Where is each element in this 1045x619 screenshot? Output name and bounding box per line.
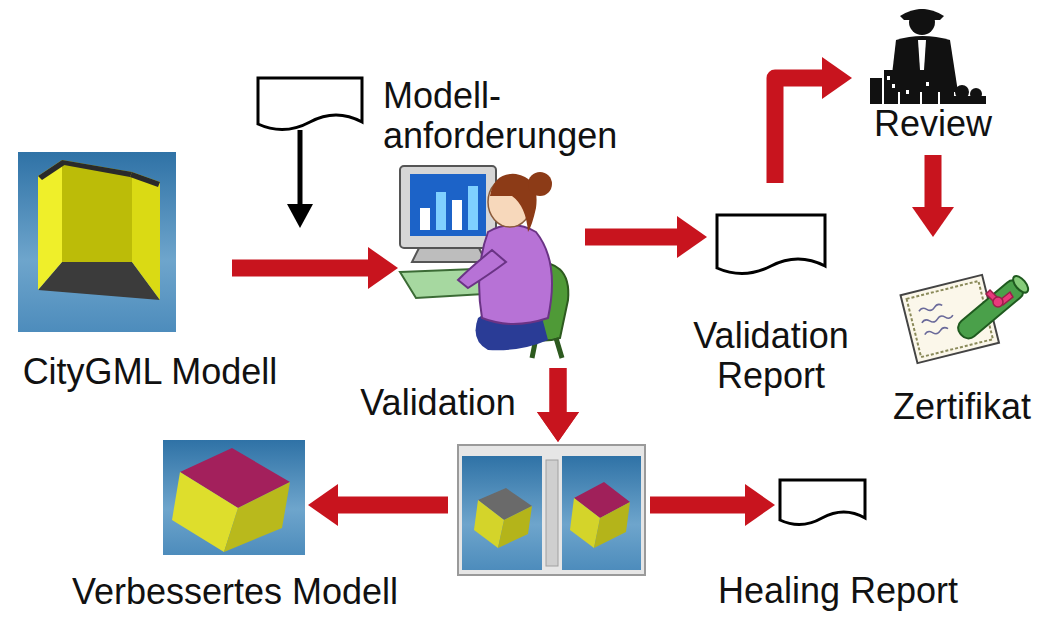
caption-text: CityGML Modell — [23, 352, 278, 392]
arrow-shaft — [232, 260, 373, 277]
citygml-model-image — [18, 152, 176, 332]
flow-arrow — [775, 57, 852, 183]
flow-arrow — [232, 247, 398, 289]
arrow-shaft — [334, 497, 449, 514]
arrow-shaft — [550, 368, 567, 417]
caption-node: Zertifikat — [893, 387, 1031, 427]
caption-text: Healing Report — [718, 571, 958, 611]
arrow-shaft — [775, 78, 827, 183]
healing-screenshot — [458, 445, 645, 575]
caption-node: Healing Report — [718, 571, 958, 611]
document-icon — [258, 78, 362, 130]
caption-node: Validation Report — [671, 316, 871, 395]
reviewer-icon — [870, 9, 986, 104]
arrow-head — [368, 247, 398, 289]
arrow-head — [287, 204, 313, 228]
arrow-head — [745, 484, 775, 526]
caption-node: Modell- anforderungen — [383, 76, 645, 155]
caption-text: Validation Report — [671, 316, 871, 395]
flow-arrow — [308, 368, 579, 526]
arrow-shaft — [650, 497, 750, 514]
caption-text: Zertifikat — [893, 387, 1031, 427]
arrow-head — [822, 57, 852, 99]
arrow-head — [912, 207, 954, 237]
arrow-shaft — [925, 155, 942, 212]
arrow-head — [537, 412, 579, 442]
caption-text: Validation — [360, 383, 515, 423]
person-at-computer — [400, 166, 568, 358]
document-icon — [717, 215, 825, 274]
arrow-head — [677, 216, 707, 258]
certificate-icon — [901, 273, 1031, 363]
flow-arrow — [912, 155, 954, 237]
arrow-head — [537, 412, 579, 442]
arrow-head — [308, 484, 338, 526]
caption-text: Review — [874, 104, 992, 144]
arrow-shaft — [298, 130, 303, 208]
arrow-shaft — [585, 229, 682, 246]
caption-text: Verbessertes Modell — [72, 572, 398, 612]
caption-node: Verbessertes Modell — [72, 572, 398, 612]
caption-node: Validation — [360, 383, 515, 423]
caption-text: Modell- anforderungen — [383, 76, 645, 155]
caption-node: Review — [874, 104, 992, 144]
arrow-shaft — [550, 368, 567, 417]
document-icon — [780, 480, 865, 525]
flow-arrow — [287, 130, 313, 228]
flow-arrow — [585, 216, 707, 258]
improved-model-image — [163, 440, 305, 555]
caption-node: CityGML Modell — [23, 352, 278, 392]
